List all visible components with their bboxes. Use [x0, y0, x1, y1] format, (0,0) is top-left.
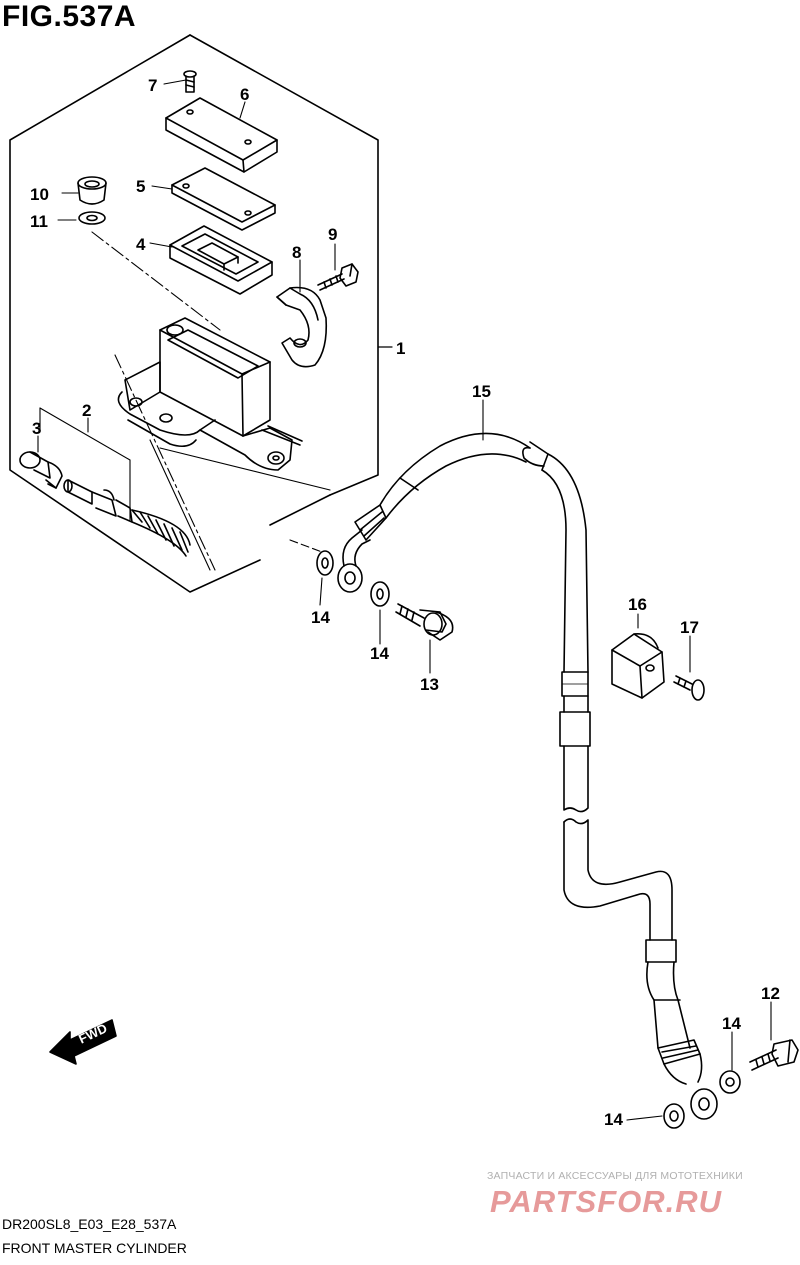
callout-14-d: 14 [604, 1110, 623, 1129]
washer-14a [316, 550, 334, 576]
callout-14-a: 14 [311, 608, 330, 627]
callout-15: 15 [472, 382, 491, 401]
callout-7: 7 [148, 76, 158, 95]
washer-11 [78, 211, 106, 225]
union-bolt-12 [749, 1039, 799, 1071]
washer-14c [719, 1070, 741, 1094]
callout-3: 3 [32, 419, 42, 438]
callout-1: 1 [396, 339, 406, 358]
fwd-arrow-icon [49, 1019, 117, 1065]
plate-5 [171, 167, 276, 231]
callout-8: 8 [292, 243, 302, 262]
callout-16: 16 [628, 595, 647, 614]
clamp-8 [276, 286, 328, 368]
screw-7 [183, 70, 197, 93]
brake-hose-15 [337, 432, 591, 813]
callout-10: 10 [30, 185, 49, 204]
washer-14b [370, 581, 390, 607]
hose-clamp-16 [611, 632, 665, 699]
bolt-9 [317, 263, 359, 291]
callout-17: 17 [680, 618, 699, 637]
callout-5: 5 [136, 177, 146, 196]
figure-title: FIG.537A [2, 0, 137, 33]
piston-assembly-2 [63, 479, 191, 557]
washer-14d [663, 1103, 685, 1129]
callout-14-c: 14 [722, 1014, 741, 1033]
brake-hose-15-lower [563, 818, 718, 1120]
callout-11: 11 [30, 212, 48, 231]
leader-lines [37, 79, 772, 1121]
callout-4: 4 [136, 235, 146, 254]
callout-2: 2 [82, 401, 92, 420]
callout-9: 9 [328, 225, 338, 244]
reservoir-cap-6 [165, 97, 278, 173]
union-bolt-13 [395, 603, 454, 641]
callout-12: 12 [761, 984, 780, 1003]
dust-boot-3 [19, 451, 63, 489]
assembly-boundary [189, 34, 379, 496]
callout-13: 13 [420, 675, 439, 694]
model-code: DR200SL8_E03_E28_537A [2, 1216, 177, 1232]
screw-17 [673, 675, 705, 701]
diaphragm-4 [169, 225, 273, 295]
boot-10 [77, 176, 107, 205]
watermark-brand: PARTSFOR.RU [490, 1184, 723, 1219]
master-cylinder-body-1 [117, 317, 303, 471]
callout-6: 6 [240, 85, 250, 104]
watermark-tagline: ЗАПЧАСТИ И АКСЕССУАРЫ ДЛЯ МОТОТЕХНИКИ [487, 1170, 743, 1182]
figure-caption: FRONT MASTER CYLINDER [2, 1240, 187, 1256]
callout-14-b: 14 [370, 644, 389, 663]
